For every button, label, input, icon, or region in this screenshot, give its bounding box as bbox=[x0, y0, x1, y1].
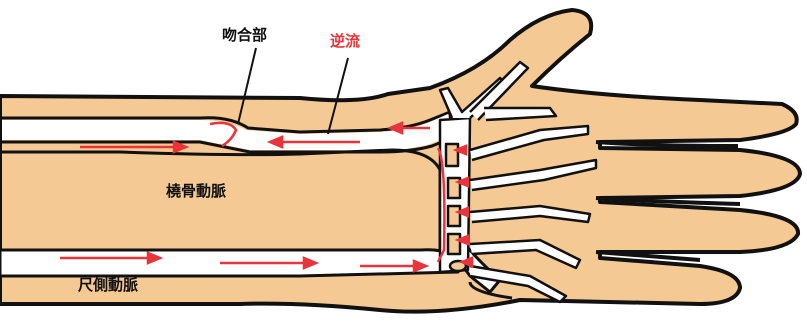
label-retrograde: 逆流 bbox=[330, 32, 360, 50]
label-anastomosis: 吻合部 bbox=[222, 26, 267, 44]
arch-segment-1 bbox=[446, 144, 458, 166]
label-radial-artery: 橈骨動脈 bbox=[166, 182, 226, 200]
arch-segment-4 bbox=[448, 234, 460, 254]
label-ulnar-artery: 尺側動脈 bbox=[78, 276, 138, 294]
arch-segment-3 bbox=[448, 206, 460, 226]
